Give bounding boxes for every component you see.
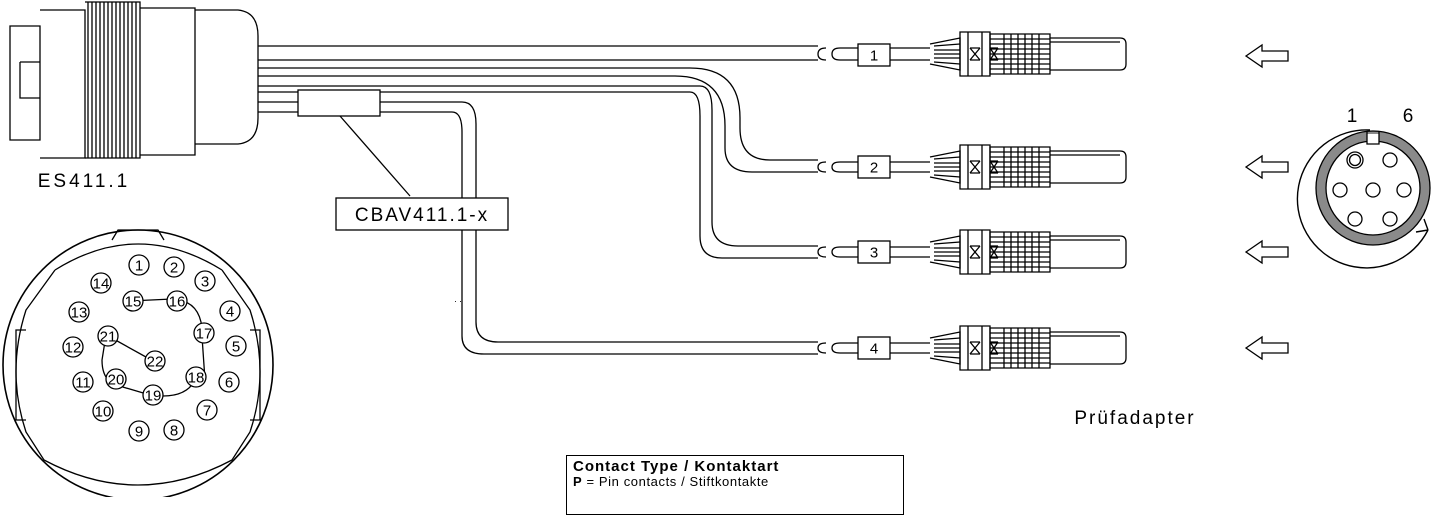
es411-connector-side-view xyxy=(9,1,259,159)
branch-box-1 xyxy=(857,43,891,67)
legend-title: Contact Type / Kontaktart xyxy=(573,458,780,475)
pin-label: 18 xyxy=(188,370,205,387)
pin-label: 13 xyxy=(71,305,88,322)
branch-box-3 xyxy=(857,240,891,264)
pin-label: 20 xyxy=(108,372,125,389)
pin-label: 17 xyxy=(196,326,213,343)
branch-label-boxes xyxy=(840,43,930,360)
dots-mark: . . xyxy=(454,294,462,304)
es411-connector-face xyxy=(2,229,274,497)
branch-label-4: 4 xyxy=(870,341,878,358)
cable-trunk xyxy=(258,45,818,355)
pin-label: 9 xyxy=(135,424,143,441)
adapter-plug-4 xyxy=(929,325,1127,371)
pin-label: 11 xyxy=(75,375,91,392)
branch-box-4 xyxy=(857,336,891,360)
adapter-label: Prüfadapter xyxy=(1074,408,1195,429)
pin-label: 10 xyxy=(95,404,112,421)
pin-label: 8 xyxy=(170,423,178,440)
adapter-plug-1 xyxy=(929,31,1127,77)
cable-diagram: 1 2 3 4 5 6 7 8 9 10 11 12 13 14 15 16 1… xyxy=(2,1,1431,497)
pin-label: 5 xyxy=(232,339,240,356)
insert-arrow-2 xyxy=(1245,155,1289,179)
pin-label: 15 xyxy=(125,294,142,311)
legend-line-pin: P = Pin contacts / Stiftkontakte xyxy=(573,475,897,489)
cable-label: CBAV411.1-x xyxy=(355,205,489,226)
module-label: ES411.1 xyxy=(38,171,130,192)
pin-label: 4 xyxy=(226,304,234,321)
adapter-plug-3 xyxy=(929,229,1127,275)
lemo-face-view xyxy=(1296,129,1431,269)
es411-pin-labels: 1 2 3 4 5 6 7 8 9 10 11 12 13 14 15 16 1… xyxy=(65,258,241,441)
pin-label: 22 xyxy=(147,354,164,371)
branch-label-3: 3 xyxy=(870,245,878,262)
branch-label-1: 1 xyxy=(870,48,878,65)
cable-label-box xyxy=(335,197,509,231)
branch-label-2: 2 xyxy=(870,160,878,177)
contact-type-legend: Contact Type / Kontaktart P = Pin contac… xyxy=(566,455,904,515)
cable-breaks xyxy=(817,47,841,354)
adapter-plug-2 xyxy=(929,144,1127,190)
legend-key: P xyxy=(573,474,583,489)
pin-label: 16 xyxy=(169,294,186,311)
insert-arrow-3 xyxy=(1245,240,1289,264)
pin-label: 7 xyxy=(203,403,211,420)
pin-label: 19 xyxy=(145,388,162,405)
pin-label: 14 xyxy=(93,276,110,293)
pin-label: 12 xyxy=(65,340,82,357)
pin-label: 1 xyxy=(135,258,143,275)
pin-label: 21 xyxy=(100,329,117,346)
branch-box-2 xyxy=(857,155,891,179)
lemo-pin-label-last: 6 xyxy=(1403,106,1414,127)
insert-arrow-1 xyxy=(1245,44,1289,68)
pin-label: 6 xyxy=(225,375,233,392)
insert-arrow-4 xyxy=(1245,336,1289,360)
es411-pin-circles xyxy=(62,254,247,442)
lemo-pin-label-first: 1 xyxy=(1347,106,1358,127)
pin-label: 3 xyxy=(201,274,209,291)
legend-text: = Pin contacts / Stiftkontakte xyxy=(582,474,769,489)
pin-label: 2 xyxy=(170,260,178,277)
